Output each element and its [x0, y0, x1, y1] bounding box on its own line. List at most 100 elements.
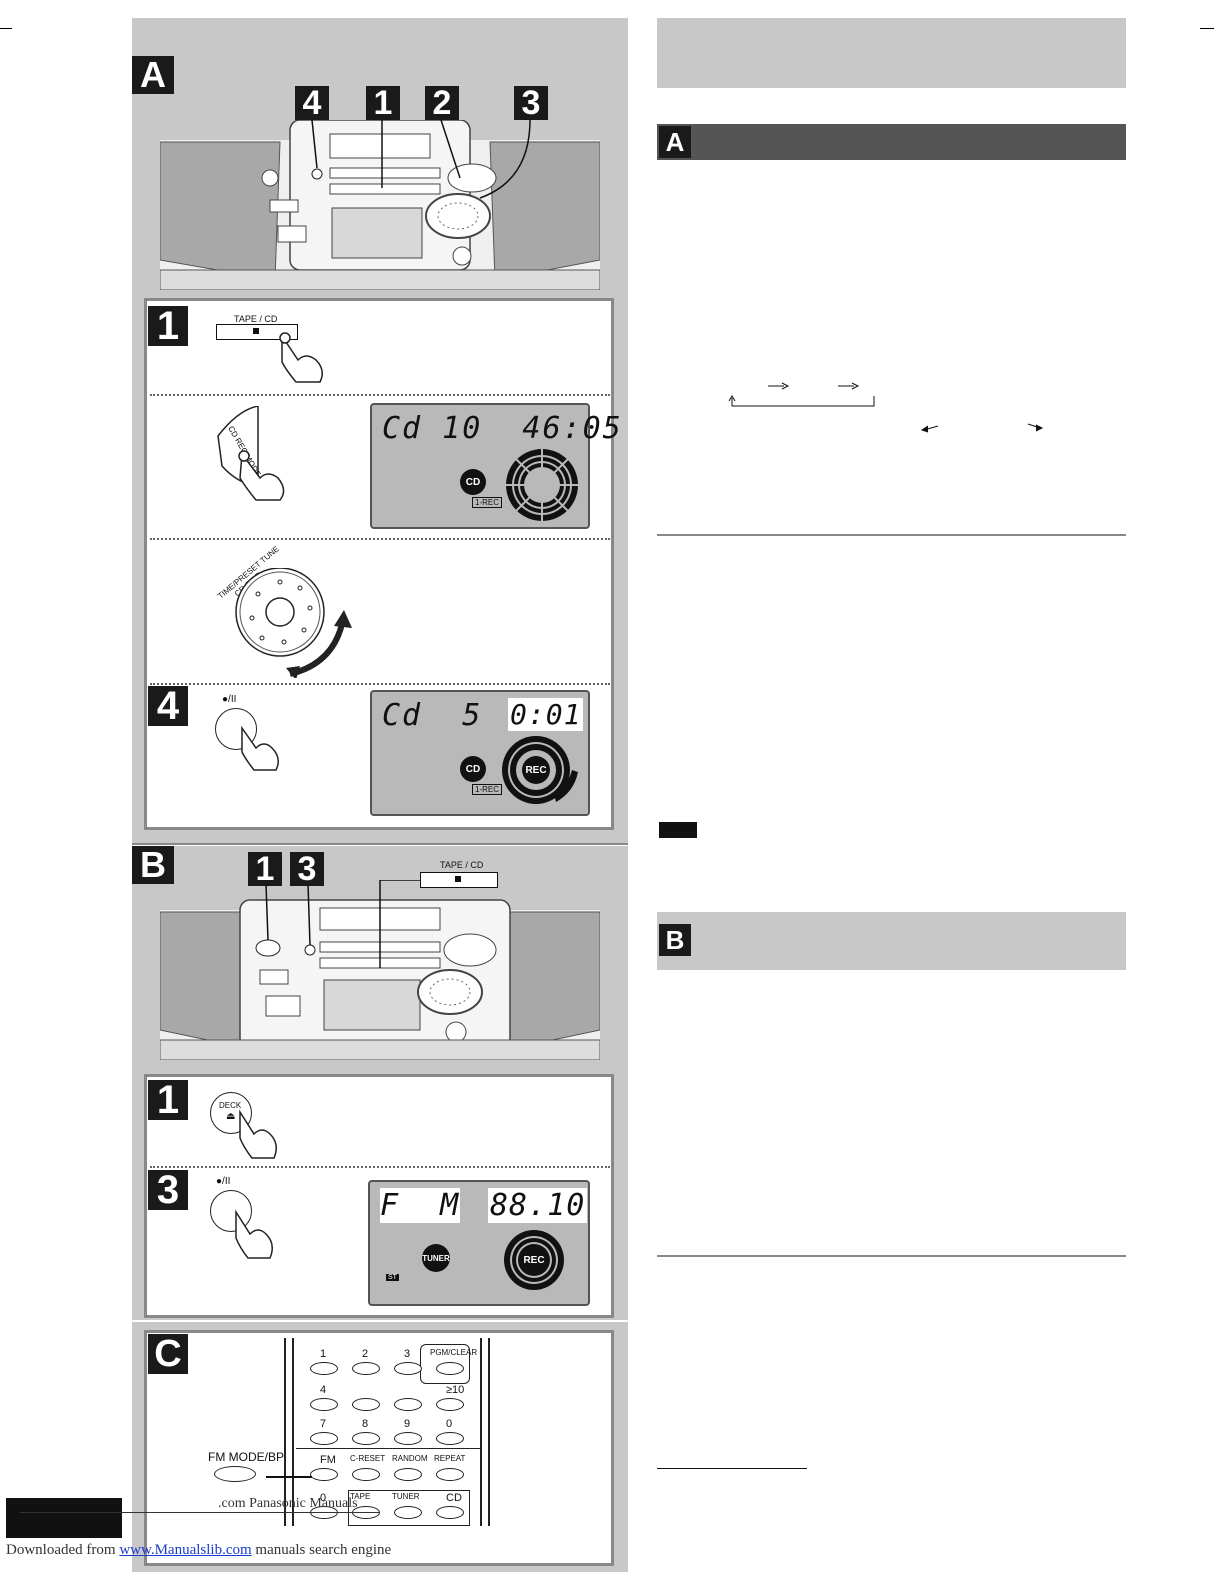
rec-badge: REC	[522, 756, 550, 784]
rec-pause-label: ●/II	[216, 1176, 231, 1187]
remote-key-button[interactable]	[436, 1468, 464, 1481]
remote-key-button[interactable]	[352, 1468, 380, 1481]
remote-key-label: C-RESET	[350, 1454, 386, 1463]
dotted-divider	[150, 683, 610, 685]
lcd-track-readout: Cd 5	[382, 698, 483, 733]
callout-line	[266, 1476, 312, 1478]
callout-3: 3	[290, 850, 324, 888]
remote-key-label: CD	[446, 1492, 462, 1504]
remote-key-button[interactable]	[310, 1468, 338, 1481]
remote-key-button[interactable]	[436, 1432, 464, 1445]
dotted-divider	[150, 1166, 610, 1168]
pressing-hand-icon	[235, 1209, 273, 1259]
remote-key-label: 0	[446, 1418, 453, 1430]
rec-mode-indicator: 1-REC	[472, 497, 503, 508]
cd-rec-mode-button[interactable]: CD REC MODE	[208, 406, 298, 502]
eject-icon: ⏏	[226, 1111, 236, 1122]
tape-cd-stop-button[interactable]	[216, 324, 298, 340]
dotted-divider	[150, 538, 610, 540]
remote-key-button[interactable]	[394, 1362, 422, 1375]
remote-key-label: 8	[362, 1418, 369, 1430]
remote-key-label: 9	[404, 1418, 411, 1430]
lcd-time-readout: 0:01	[508, 698, 584, 731]
section-letter-c: C	[148, 1333, 188, 1375]
remote-key-label: 4	[320, 1384, 327, 1396]
remote-key-label: REPEAT	[434, 1454, 466, 1463]
tape-cd-label: TAPE / CD	[440, 860, 484, 870]
cd-badge: CD	[460, 469, 486, 495]
tape-cd-label: TAPE / CD	[234, 314, 278, 324]
fm-mode-bp-label: FM MODE/BP	[208, 1450, 285, 1464]
remote-key-button[interactable]	[394, 1506, 422, 1519]
lcd-display-cd: Cd 10 46:05 CD 1-REC	[370, 403, 621, 529]
remote-key-button[interactable]	[394, 1468, 422, 1481]
crop-mark	[1200, 28, 1214, 29]
deck-label: DECK	[219, 1101, 242, 1110]
pressing-hand-icon	[241, 725, 279, 771]
rec-pause-label: ●/II	[222, 694, 237, 705]
remote-key-label: 3	[404, 1348, 411, 1360]
remote-key-button[interactable]	[352, 1432, 380, 1445]
remote-key-label: PGM/CLEAR	[430, 1348, 478, 1357]
section-rule	[657, 1255, 1126, 1257]
cd-badge: CD	[460, 756, 486, 782]
lcd-readout: Cd 10 46:05	[382, 411, 623, 446]
step-3: 3	[148, 1168, 188, 1212]
footnote-rule	[657, 1468, 807, 1469]
lcd-display-recording: Cd 5 0:01 CD 1-REC REC	[370, 690, 590, 816]
remote-key-button[interactable]	[352, 1398, 380, 1411]
stereo-illustration-a	[160, 120, 600, 290]
lcd-display-tuner: F M 88.10 TUNER ST REC	[368, 1180, 590, 1306]
stereo-indicator: ST	[386, 1274, 399, 1281]
section-letter-a: A	[132, 54, 174, 95]
section-letter-b: B	[132, 844, 174, 885]
remote-key-label: TAPE	[350, 1492, 371, 1501]
remote-key-button[interactable]	[310, 1362, 338, 1375]
section-rule	[657, 534, 1126, 536]
note-marker	[659, 822, 697, 838]
remote-key-button[interactable]	[352, 1362, 380, 1375]
stop-icon	[455, 876, 461, 882]
callout-4: 4	[295, 84, 329, 122]
section-a-heading-letter: A	[659, 126, 691, 158]
jog-dial[interactable]	[220, 568, 370, 678]
download-suffix: manuals search engine	[251, 1542, 392, 1558]
tape-cd-stop-button[interactable]	[420, 872, 498, 888]
section-a-heading-bar	[657, 124, 1126, 160]
remote-key-label: RANDOM	[392, 1454, 428, 1463]
watermark-text: .com Panasonic Manuals	[218, 1496, 358, 1511]
remote-key-button[interactable]	[436, 1398, 464, 1411]
mode-cycle-diagram	[728, 382, 1044, 433]
page-number-block	[6, 1498, 122, 1538]
stop-icon	[253, 328, 259, 334]
section-b-heading-bar	[657, 912, 1126, 970]
remote-key-label: ≥10	[446, 1384, 465, 1396]
remote-key-label: 7	[320, 1418, 327, 1430]
callout-3: 3	[514, 84, 548, 122]
lcd-band-readout: F M	[380, 1188, 461, 1223]
callout-1: 1	[366, 84, 400, 122]
remote-key-label: TUNER	[392, 1492, 420, 1501]
remote-key-button[interactable]	[436, 1362, 464, 1375]
remote-key-button[interactable]	[436, 1506, 464, 1519]
remote-key-button[interactable]	[310, 1432, 338, 1445]
footer-rule	[20, 1512, 380, 1513]
remote-key-button[interactable]	[394, 1432, 422, 1445]
remote-key-button[interactable]	[310, 1398, 338, 1411]
tuner-badge: TUNER	[422, 1244, 450, 1272]
pressing-hand-icon	[239, 1109, 277, 1159]
manualslib-link[interactable]: www.Manualslib.com	[119, 1542, 252, 1558]
pressing-hand-icon	[279, 332, 323, 383]
remote-key-button[interactable]	[394, 1398, 422, 1411]
fm-mode-bp-button[interactable]	[214, 1466, 256, 1482]
download-footer: Downloaded from www.Manualslib.com manua…	[6, 1542, 391, 1559]
lcd-frequency-readout: 88.10	[488, 1188, 588, 1223]
remote-key-label: 2	[362, 1348, 369, 1360]
remote-key-label: 1	[320, 1348, 327, 1360]
rec-badge: REC	[520, 1246, 548, 1274]
step-1: 1	[148, 1078, 188, 1122]
disc-segment-icon	[504, 447, 580, 523]
step-1: 1	[148, 304, 188, 348]
rec-mode-indicator: 1-REC	[472, 784, 503, 795]
remote-control	[284, 1338, 492, 1526]
